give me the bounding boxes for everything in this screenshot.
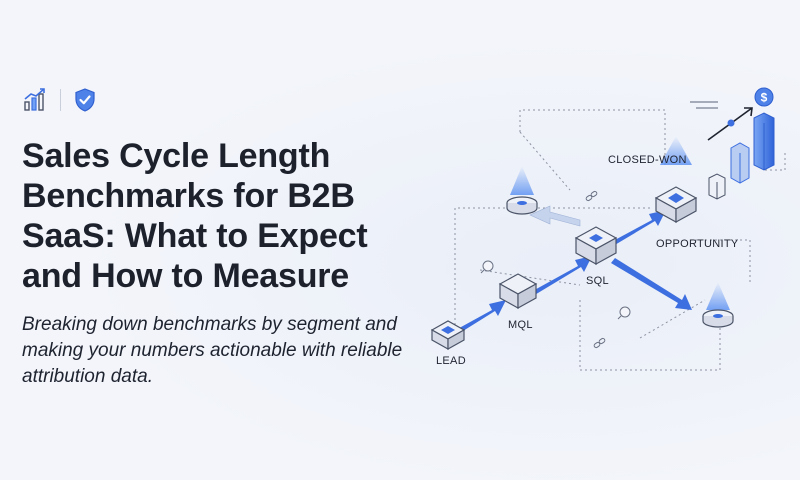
page-title: Sales Cycle Length Benchmarks for B2B Sa…	[22, 137, 368, 295]
revenue-disc	[702, 282, 734, 328]
mql-node	[498, 273, 538, 310]
stage-label-closed-won: CLOSED-WON	[608, 154, 687, 166]
dollar-coin-icon: $	[754, 87, 774, 107]
stage-label-mql: MQL	[508, 319, 533, 331]
sql-node	[574, 226, 618, 266]
search-chart-icon	[480, 260, 631, 320]
opportunity-node	[654, 136, 698, 224]
growth-bars	[708, 112, 775, 200]
page-subtitle: Breaking down benchmarks by segment and …	[22, 314, 403, 387]
stage-label-lead: LEAD	[436, 355, 466, 367]
stage-label-opportunity: OPPORTUNITY	[656, 238, 739, 250]
bar-chart-growth-icon	[24, 88, 45, 111]
shield-check-icon	[75, 88, 95, 112]
logo-divider	[60, 89, 61, 111]
link-icon	[585, 190, 606, 349]
dollar-symbol: $	[761, 91, 768, 105]
sales-funnel-illustration: $ LEAD MQL SQL OPPORTUNITY CLOSED-WON	[430, 87, 786, 371]
stage-label-sql: SQL	[586, 275, 609, 287]
dotted-connectors	[454, 109, 786, 371]
lead-source-disc	[506, 166, 538, 215]
trend-arrow	[690, 101, 753, 141]
logo-row	[22, 86, 97, 114]
lead-node	[430, 320, 466, 351]
